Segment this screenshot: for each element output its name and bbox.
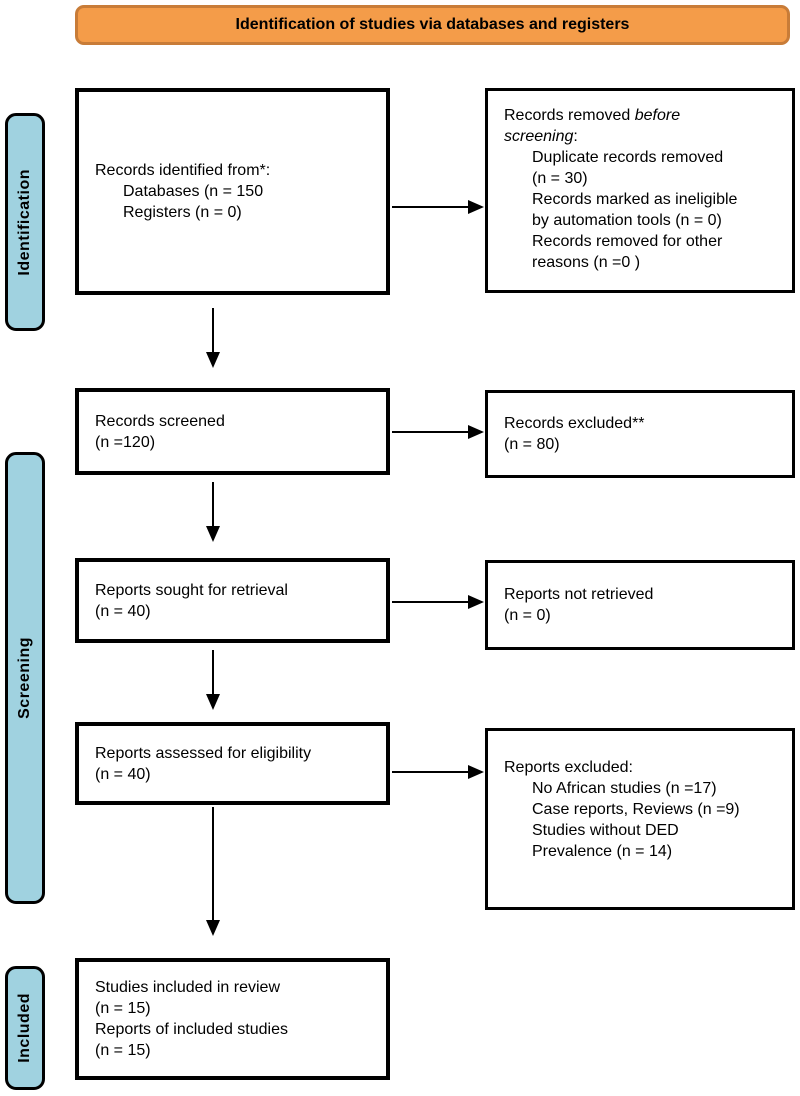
arrow-assessed-to-excluded-head-icon [468, 765, 484, 779]
phase-label-included: Included [5, 966, 45, 1090]
box-text-line: Reports excluded: [504, 759, 633, 776]
box-reports-excluded: Reports excluded: No African studies (n =… [485, 728, 795, 910]
arrow-screened-to-excluded-line [392, 431, 470, 433]
box-text-line: Records removed for other [532, 233, 723, 250]
box-text-line: Duplicate records removed [532, 149, 724, 166]
banner-title-text: Identification of studies via databases … [235, 16, 630, 33]
banner-title: Identification of studies via databases … [75, 5, 790, 45]
box-text-line: Prevalence (n = 14) [532, 843, 673, 860]
arrow-identified-to-removed-line [392, 206, 470, 208]
arrow-assessed-to-excluded-line [392, 771, 470, 773]
box-records-excluded: Records excluded** (n = 80) [485, 390, 795, 478]
phase-label-identification-text: Identification [16, 168, 33, 276]
arrow-identified-to-removed-head-icon [468, 200, 484, 214]
arrow-screened-to-sought-line [212, 482, 214, 526]
box-text-line: Records removed before [504, 107, 681, 124]
box-records-removed-before-screening: Records removed before screening: Duplicat… [485, 88, 795, 293]
box-text-line: Records identified from*: [95, 162, 271, 179]
phase-label-identification: Identification [5, 113, 45, 331]
box-text-line: (n = 15) [95, 1000, 151, 1017]
arrow-sought-to-not-retrieved-line [392, 601, 470, 603]
arrow-sought-to-assessed-line [212, 650, 214, 694]
box-reports-not-retrieved: Reports not retrieved (n = 0) [485, 560, 795, 650]
box-text-line: No African studies (n =17) [532, 780, 717, 797]
box-text-line: (n = 80) [504, 436, 560, 453]
box-text-line: Reports sought for retrieval [95, 581, 288, 599]
arrow-assessed-to-included-head-icon [206, 920, 220, 936]
box-records-screened: Records screened (n =120) [75, 388, 390, 475]
box-text-line: by automation tools (n = 0) [532, 212, 722, 229]
arrow-identified-to-screened-line [212, 308, 214, 352]
arrow-sought-to-not-retrieved-head-icon [468, 595, 484, 609]
box-text-line: Records screened [95, 412, 225, 430]
box-text-line: Databases (n = 150 [123, 183, 264, 200]
phase-label-screening: Screening [5, 452, 45, 904]
box-text-line: (n = 40) [95, 602, 151, 620]
box-reports-assessed-for-eligibility: Reports assessed for eligibility (n = 40) [75, 722, 390, 805]
arrow-screened-to-sought-head-icon [206, 526, 220, 542]
box-text-line: Reports assessed for eligibility [95, 744, 312, 762]
box-text-line: (n = 0) [504, 607, 551, 624]
box-text-line: Records excluded** [504, 415, 645, 432]
arrow-identified-to-screened-head-icon [206, 352, 220, 368]
box-text-line: screening: [504, 128, 578, 145]
box-studies-included-in-review: Studies included in review (n = 15) Report… [75, 958, 390, 1080]
phase-label-included-text: Included [16, 993, 33, 1063]
box-text-line: reasons (n =0 ) [532, 254, 641, 271]
box-text-line: (n = 15) [95, 1042, 151, 1059]
box-text-line: Records marked as ineligible [532, 191, 738, 208]
box-text-line: Studies included in review [95, 979, 280, 996]
box-text-line: (n =120) [95, 433, 156, 451]
phase-label-screening-text: Screening [16, 637, 33, 719]
arrow-screened-to-excluded-head-icon [468, 425, 484, 439]
arrow-sought-to-assessed-head-icon [206, 694, 220, 710]
box-text-line: Studies without DED [532, 822, 679, 839]
box-reports-sought-for-retrieval: Reports sought for retrieval (n = 40) [75, 558, 390, 643]
box-text-line: (n = 30) [532, 170, 588, 187]
box-text-line: (n = 40) [95, 765, 151, 783]
arrow-assessed-to-included-line [212, 807, 214, 920]
box-text-line: Reports of included studies [95, 1021, 288, 1038]
box-records-identified: Records identified from*: Databases (n = … [75, 88, 390, 295]
box-text-line: Registers (n = 0) [123, 204, 242, 221]
box-text-line: Reports not retrieved [504, 586, 654, 603]
box-text-line: Case reports, Reviews (n =9) [532, 801, 740, 818]
